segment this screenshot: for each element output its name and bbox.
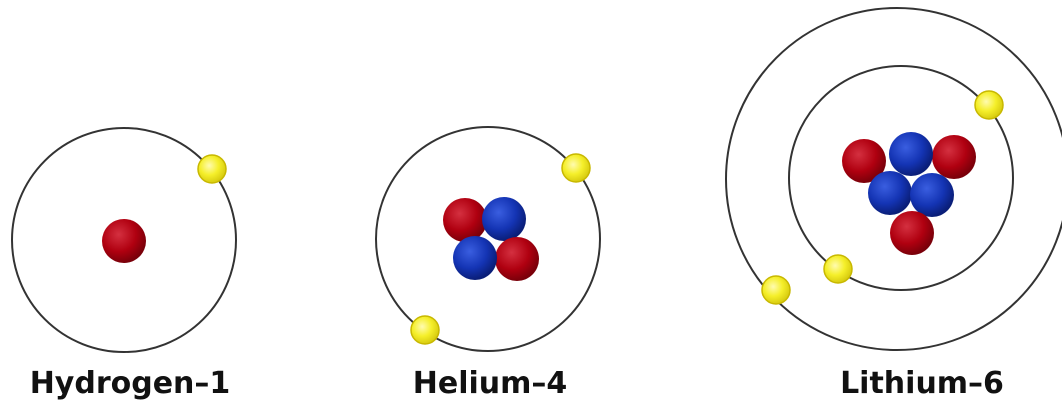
electron: [197, 154, 227, 184]
atom-label-hydrogen-1: Hydrogen–1: [29, 366, 231, 401]
atom-models: [11, 7, 1062, 353]
neutron: [889, 132, 933, 176]
atom-hydrogen-1: [11, 127, 237, 353]
neutron: [868, 171, 912, 215]
atom-lithium-6: [725, 7, 1062, 351]
electron: [974, 90, 1004, 120]
proton: [842, 139, 886, 183]
electron: [561, 153, 591, 183]
proton: [932, 135, 976, 179]
neutron: [482, 197, 526, 241]
orbit-shell-1: [788, 65, 1014, 291]
electron: [823, 254, 853, 284]
proton: [443, 198, 487, 242]
neutron: [910, 173, 954, 217]
electron: [410, 315, 440, 345]
proton: [890, 211, 934, 255]
proton: [495, 237, 539, 281]
electron: [761, 275, 791, 305]
orbit-shell-1: [11, 127, 237, 353]
orbit-shell-2: [725, 7, 1062, 351]
neutron: [453, 236, 497, 280]
atom-label-helium-4: Helium–4: [412, 366, 568, 401]
orbit-shell-1: [375, 126, 601, 352]
proton: [102, 219, 146, 263]
atom-helium-4: [375, 126, 601, 352]
atom-label-lithium-6: Lithium–6: [840, 366, 1004, 401]
